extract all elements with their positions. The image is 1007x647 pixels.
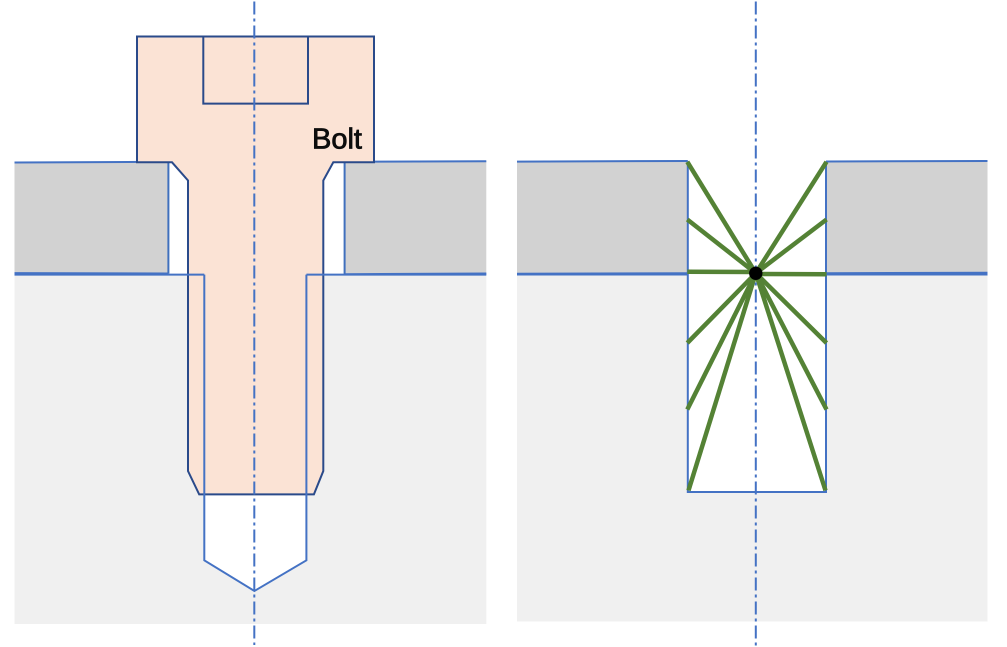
svg-text:Bolt: Bolt: [312, 123, 362, 155]
